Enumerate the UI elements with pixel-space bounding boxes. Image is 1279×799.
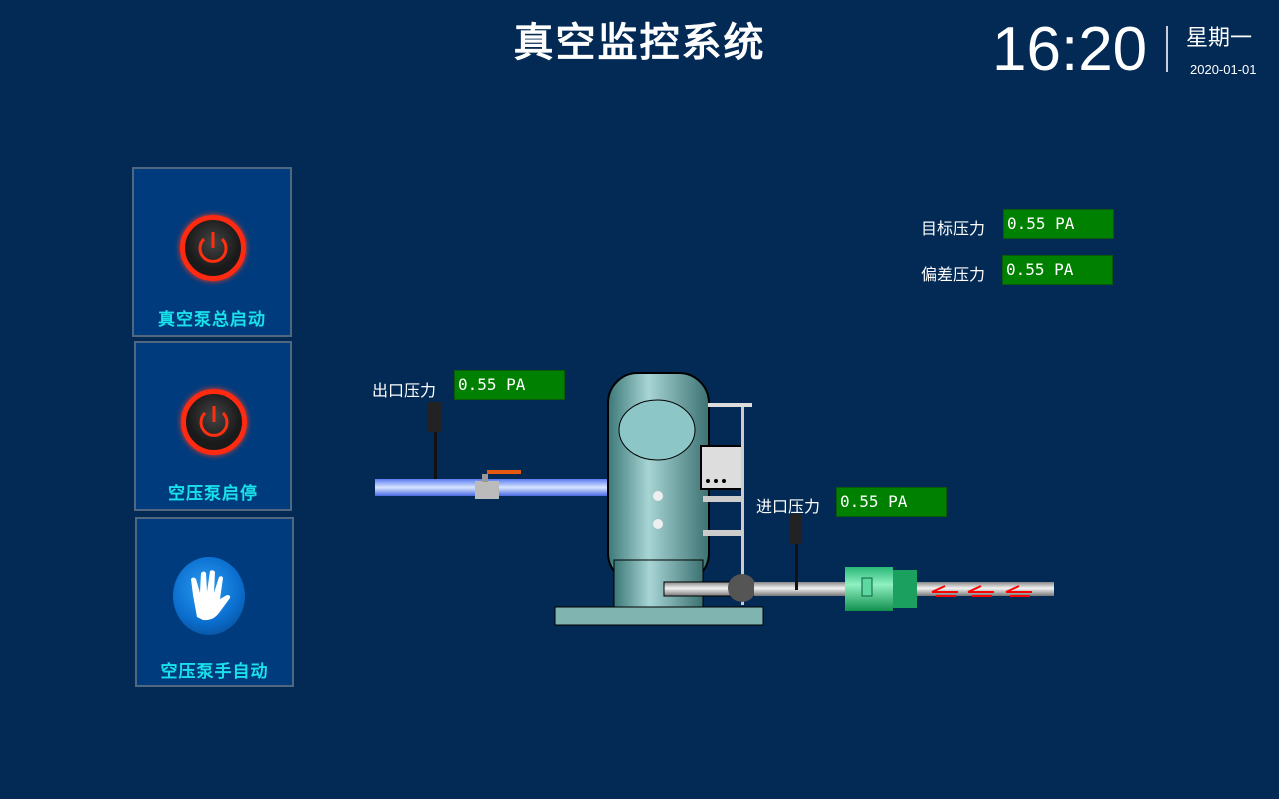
- hand-icon: [173, 557, 245, 635]
- power-icon: [181, 389, 247, 455]
- air-pump-manual-auto-button[interactable]: 空压泵手自动: [135, 517, 294, 687]
- control-label: 空压泵手自动: [160, 662, 269, 682]
- clock-divider: [1166, 26, 1168, 72]
- target-pressure-label: 目标压力: [921, 219, 986, 238]
- ball-valve[interactable]: [475, 470, 521, 499]
- outlet-pressure-label: 出口压力: [372, 381, 437, 400]
- inlet-pressure-value: 0.55 PA: [836, 487, 947, 517]
- inlet-pressure-label: 进口压力: [756, 497, 821, 516]
- target-pressure-value: 0.55 PA: [1003, 209, 1114, 239]
- inlet-pressure-sensor: [789, 514, 802, 590]
- control-label: 空压泵启停: [168, 484, 258, 504]
- clock-date: 2020-01-01: [1190, 62, 1257, 77]
- outlet-pressure-value: 0.55 PA: [454, 370, 565, 400]
- deviation-pressure-value: 0.55 PA: [1002, 255, 1113, 285]
- deviation-pressure-label: 偏差压力: [921, 265, 986, 284]
- control-box: [700, 403, 752, 605]
- vacuum-pump-master-start-button[interactable]: 真空泵总启动: [132, 167, 292, 337]
- air-pump-start-stop-button[interactable]: 空压泵启停: [134, 341, 292, 511]
- outlet-pressure-sensor: [428, 402, 441, 479]
- flow-direction-arrows: [931, 585, 1032, 597]
- page-title: 真空监控系统: [513, 20, 766, 66]
- vacuum-tank: [554, 372, 764, 626]
- power-icon: [180, 215, 246, 281]
- clock-time: 16:20: [992, 15, 1148, 84]
- control-label: 真空泵总启动: [158, 310, 266, 330]
- clock-weekday: 星期一: [1186, 26, 1253, 51]
- vacuum-pump-motor: [845, 567, 917, 611]
